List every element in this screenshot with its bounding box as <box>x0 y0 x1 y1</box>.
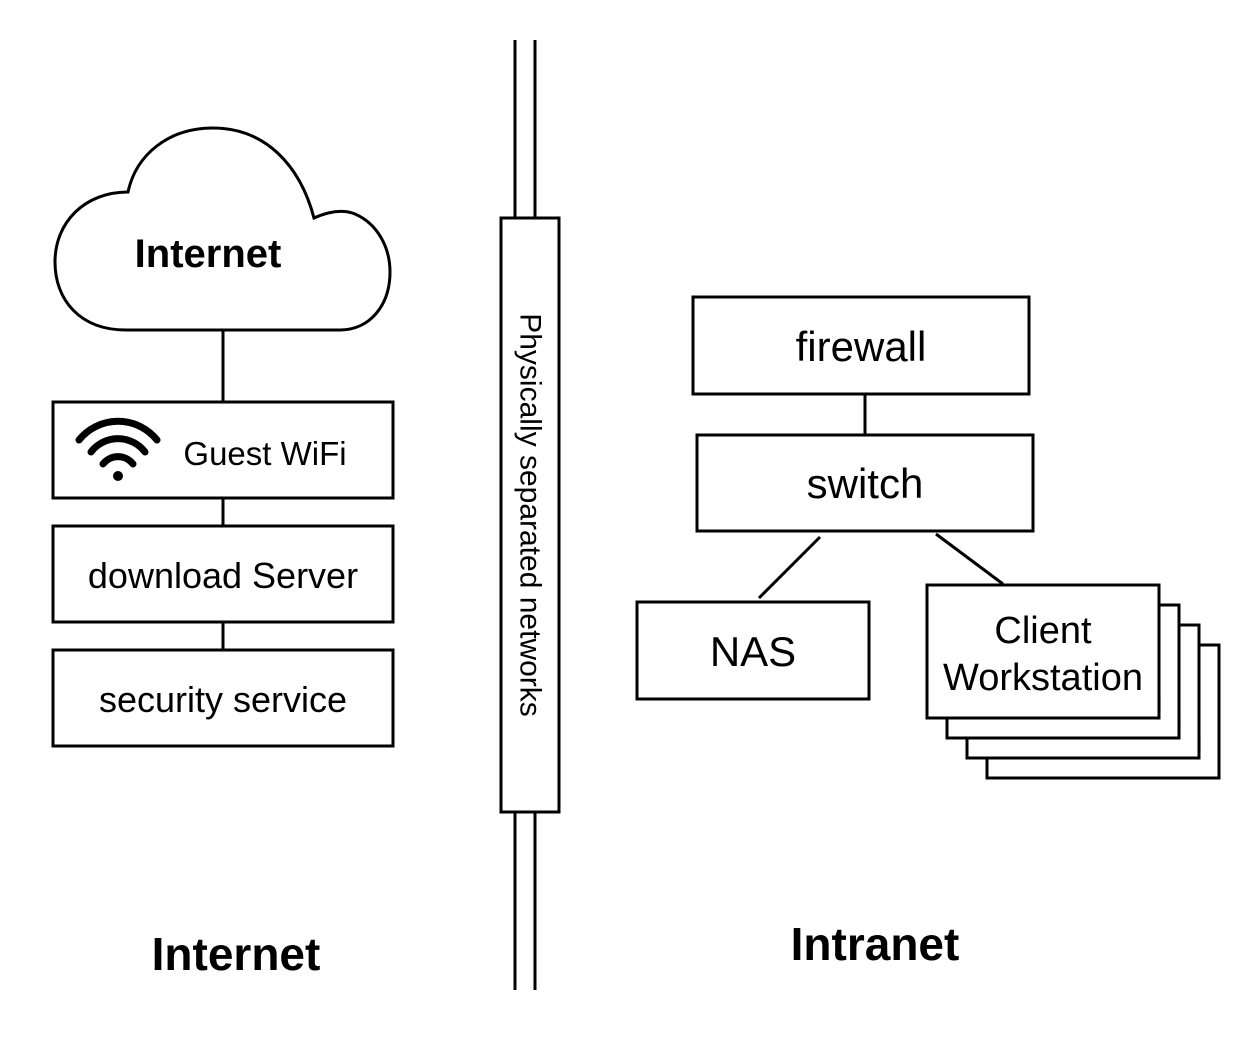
firewall-box: firewall <box>691 295 1031 396</box>
cloud-shape <box>53 126 392 332</box>
security-service-box: security service <box>51 648 395 748</box>
download-server-label: download Server <box>88 555 358 596</box>
client-workstation-card-1 <box>925 583 1161 720</box>
cloud-label: Internet <box>135 232 282 276</box>
nas-box: NAS <box>635 600 871 701</box>
switch-nas-link <box>757 535 822 600</box>
download-server-rect <box>51 524 395 624</box>
intranet-zone: firewall switch NAS Workstation Workstat… <box>635 295 1221 970</box>
intranet-zone-label: Intranet <box>791 918 960 970</box>
firewall-rect <box>691 295 1031 396</box>
wifi-icon <box>75 417 161 481</box>
guest-wifi-label: Guest WiFi <box>183 435 346 472</box>
guest-wifi-box: Guest WiFi <box>51 400 395 500</box>
client-label-line2: Workstation <box>943 657 1143 699</box>
switch-rect <box>695 433 1035 533</box>
client-workstation-stack: Workstation Workstation Workstation Clie… <box>925 583 1221 780</box>
switch-box: switch <box>695 433 1035 533</box>
network-separator: Physically separated networks <box>499 40 561 990</box>
download-server-box: download Server <box>51 524 395 624</box>
internet-zone: Internet Guest WiFi download Server <box>51 126 395 980</box>
nas-label: NAS <box>710 628 796 675</box>
client-label-line1: Client <box>994 610 1092 652</box>
security-service-rect <box>51 648 395 748</box>
switch-label: switch <box>807 460 924 507</box>
switch-client-link <box>935 532 1004 586</box>
internet-cloud: Internet <box>53 126 392 332</box>
internet-zone-label: Internet <box>152 928 321 980</box>
separator-label: Physically separated networks <box>514 313 547 717</box>
nas-rect <box>635 600 871 701</box>
separator-box <box>499 216 561 814</box>
firewall-label: firewall <box>796 323 927 370</box>
security-service-label: security service <box>99 679 347 720</box>
